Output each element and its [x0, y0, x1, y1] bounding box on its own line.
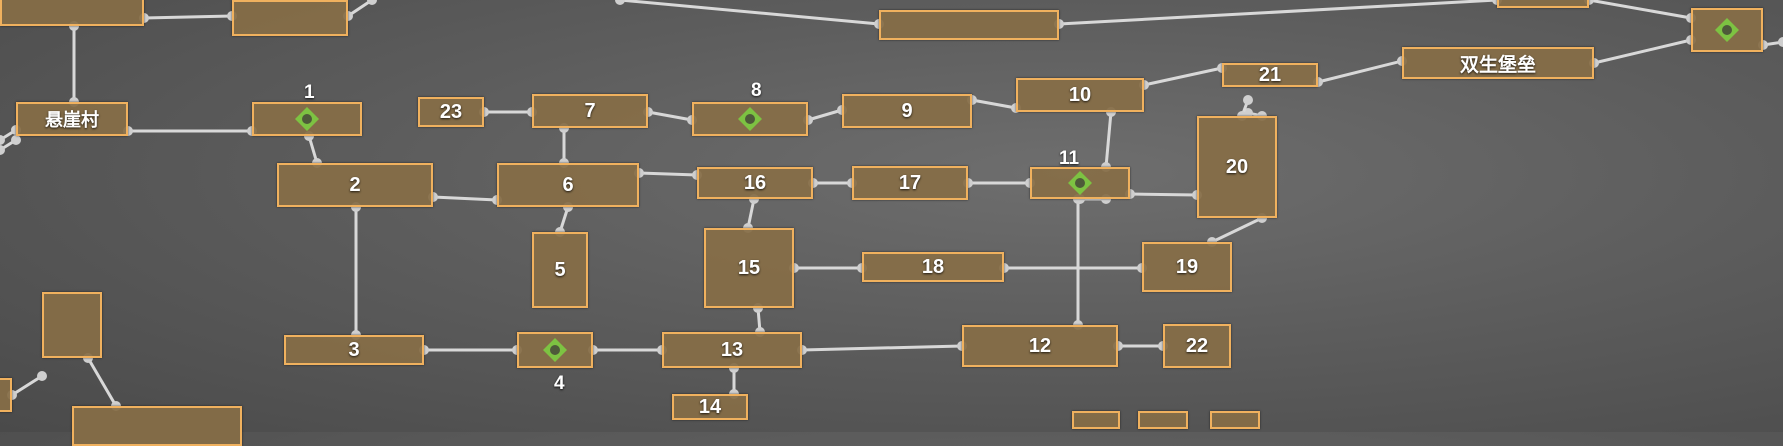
node-label: 2 — [349, 173, 361, 196]
map-node-left-square[interactable] — [42, 292, 102, 358]
path-segment — [638, 171, 698, 177]
map-node-room-9[interactable]: 9 — [842, 94, 972, 128]
node-label: 10 — [1068, 83, 1092, 106]
node-label: 22 — [1185, 334, 1209, 357]
map-node-room-10[interactable]: 10 — [1016, 78, 1144, 112]
node-label: 双生堡垒 — [1459, 54, 1536, 76]
node-label: 9 — [901, 99, 913, 122]
path-joint — [1778, 37, 1783, 47]
node-label: 13 — [720, 338, 744, 361]
node-label: 20 — [1225, 155, 1249, 178]
path-segment — [647, 110, 693, 122]
node-label: 18 — [921, 255, 945, 278]
map-node-bottom-left-partial[interactable] — [72, 406, 242, 446]
map-node-bottom-right-a[interactable] — [1072, 411, 1120, 429]
map-node-top-left-b[interactable] — [232, 0, 348, 36]
map-node-twin-fortress[interactable]: 双生堡垒 — [1402, 47, 1594, 79]
path-segment — [1058, 0, 1498, 26]
map-node-bottom-right-c[interactable] — [1210, 411, 1260, 429]
map-node-room-20[interactable]: 20 — [1197, 116, 1277, 218]
node-label: 17 — [898, 171, 922, 194]
map-node-room-7[interactable]: 7 — [532, 94, 648, 128]
map-node-room-5[interactable]: 5 — [532, 232, 588, 308]
path-joint — [615, 0, 625, 5]
map-node-room-13[interactable]: 13 — [662, 332, 802, 368]
node-label: 19 — [1175, 255, 1199, 278]
node-label: 悬崖村 — [45, 110, 99, 130]
map-node-room-6[interactable]: 6 — [497, 163, 639, 207]
node-label: 3 — [348, 338, 360, 361]
diamond-waypoint-icon[interactable] — [1067, 170, 1093, 196]
path-joint — [1243, 95, 1253, 105]
node-label: 12 — [1028, 334, 1052, 357]
map-node-room-17[interactable]: 17 — [852, 166, 968, 200]
diamond-waypoint-icon[interactable] — [294, 106, 320, 132]
path-segment — [619, 0, 880, 26]
path-segment — [11, 374, 43, 397]
path-segment — [1104, 111, 1113, 168]
node-label: 15 — [737, 256, 761, 279]
map-node-room-15[interactable]: 15 — [704, 228, 794, 308]
path-joint — [367, 0, 377, 5]
map-node-top-right-partial[interactable] — [1497, 0, 1589, 8]
node-label: 14 — [698, 395, 722, 418]
map-node-room-16[interactable]: 16 — [697, 167, 813, 199]
node-label: 5 — [554, 258, 566, 281]
diamond-waypoint-icon[interactable] — [542, 337, 568, 363]
map-node-room-2[interactable]: 2 — [277, 163, 433, 207]
path-segment — [1317, 59, 1403, 84]
path-segment — [432, 195, 498, 202]
map-node-room-12[interactable]: 12 — [962, 325, 1118, 367]
path-segment — [1129, 192, 1198, 197]
path-lines — [0, 0, 1783, 411]
path-joint — [0, 145, 5, 155]
path-segment — [801, 344, 963, 352]
map-node-far-left-partial[interactable] — [0, 378, 12, 412]
path-segment — [971, 98, 1017, 110]
node-label: 21 — [1258, 63, 1282, 86]
path-segment — [1211, 216, 1263, 244]
map-node-room-3[interactable]: 3 — [284, 335, 424, 365]
diamond-waypoint-icon[interactable] — [1714, 17, 1740, 43]
path-segment — [86, 357, 118, 407]
map-node-bottom-right-b[interactable] — [1138, 411, 1188, 429]
path-segment — [1143, 66, 1223, 87]
map-node-room-19[interactable]: 19 — [1142, 242, 1232, 292]
path-segment — [1593, 38, 1692, 65]
path-segment — [1588, 0, 1692, 20]
node-label: 6 — [562, 173, 574, 196]
map-node-top-center[interactable] — [879, 10, 1059, 40]
map-node-cliff-village[interactable]: 悬崖村 — [16, 102, 128, 136]
path-joint — [0, 135, 5, 145]
diamond-waypoint-icon[interactable] — [737, 106, 763, 132]
path-joint — [37, 371, 47, 381]
node-label: 16 — [743, 171, 767, 194]
path-segment — [143, 14, 233, 20]
map-node-room-21[interactable]: 21 — [1222, 63, 1318, 87]
path-joint — [11, 135, 21, 145]
path-segment — [807, 108, 843, 122]
node-label: 23 — [439, 100, 463, 123]
map-node-room-18[interactable]: 18 — [862, 252, 1004, 282]
map-node-room-22[interactable]: 22 — [1163, 324, 1231, 368]
map-node-top-left-a[interactable] — [0, 0, 144, 26]
map-node-room-14[interactable]: 14 — [672, 394, 748, 420]
node-label: 7 — [584, 99, 596, 122]
map-node-room-23[interactable]: 23 — [418, 97, 484, 127]
